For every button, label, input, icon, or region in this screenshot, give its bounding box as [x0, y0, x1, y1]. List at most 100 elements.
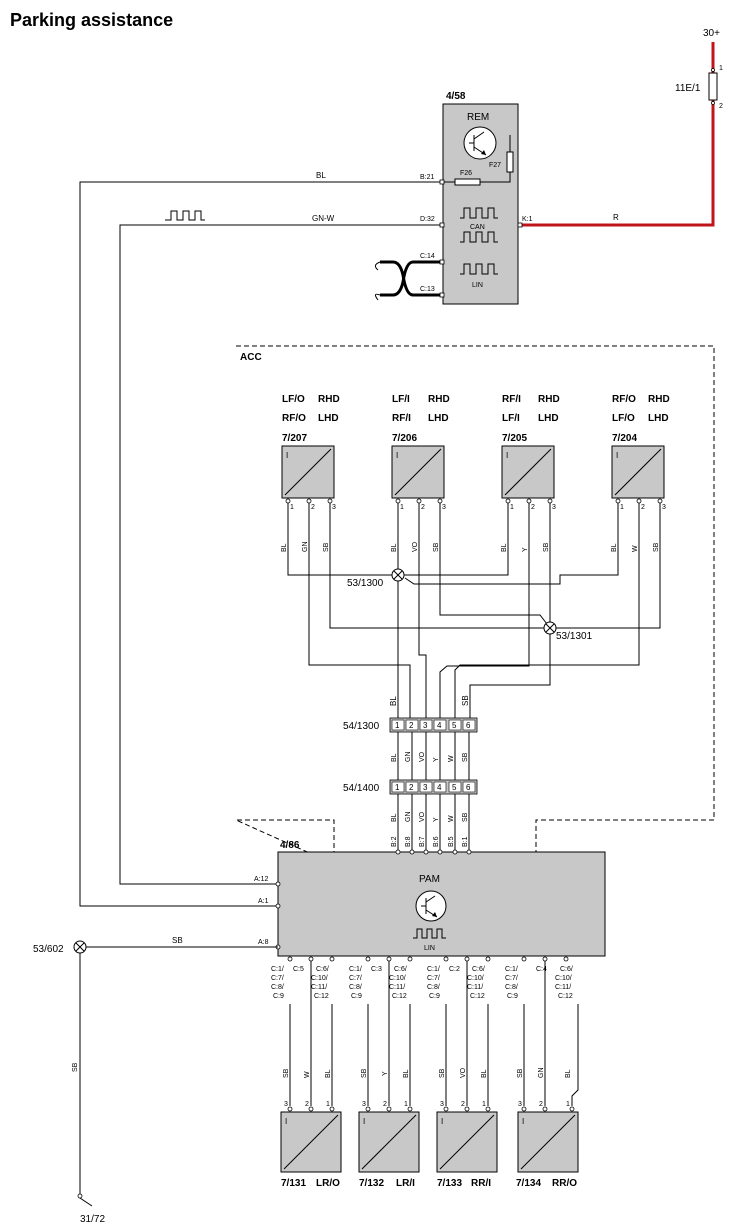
svg-text:C:9: C:9 [507, 993, 518, 1000]
svg-text:1: 1 [510, 504, 514, 511]
signal-pulse-icon [165, 210, 205, 221]
ground-label: 31/72 [80, 1214, 105, 1225]
svg-text:B:7: B:7 [419, 836, 426, 847]
svg-text:LF/O: LF/O [282, 394, 305, 405]
svg-text:C:10/: C:10/ [389, 975, 406, 982]
svg-text:B:6: B:6 [433, 836, 440, 847]
pam-b-pin-labels: B:2 B:8 B:7 B:6 B:5 B:1 [391, 836, 469, 847]
svg-text:C:11/: C:11/ [389, 984, 405, 991]
svg-text:C:11/: C:11/ [311, 984, 327, 991]
splice-53-1301-label: 53/1301 [556, 631, 593, 642]
svg-text:I: I [363, 1117, 365, 1126]
svg-text:C:5: C:5 [293, 966, 304, 973]
svg-text:2: 2 [539, 1101, 543, 1108]
wire-r-label: R [613, 213, 619, 222]
can-label: CAN [470, 224, 485, 231]
svg-text:C:10/: C:10/ [555, 975, 572, 982]
svg-text:C:10/: C:10/ [311, 975, 328, 982]
svg-text:2: 2 [383, 1101, 387, 1108]
front-sensor-7-204: RF/O RHD LF/O LHD 7/204 I [611, 394, 670, 499]
svg-text:RF/O: RF/O [282, 413, 306, 424]
svg-text:BL: BL [481, 1069, 488, 1078]
fuse-f27-label: F27 [489, 162, 501, 169]
connector-54-1400-label: 54/1400 [343, 783, 380, 794]
svg-text:3: 3 [518, 1101, 522, 1108]
rem-pin-d32-dot [439, 222, 445, 228]
pam-module [277, 851, 606, 957]
svg-text:W: W [304, 1071, 311, 1078]
svg-text:B:8: B:8 [405, 836, 412, 847]
svg-text:C:1/: C:1/ [349, 966, 362, 973]
splice-53-602 [73, 940, 87, 954]
svg-text:VO: VO [419, 751, 426, 762]
svg-text:I: I [522, 1117, 524, 1126]
svg-text:I: I [506, 451, 508, 460]
svg-text:7/134: 7/134 [516, 1178, 541, 1189]
svg-text:C:1/: C:1/ [271, 966, 284, 973]
svg-text:6: 6 [466, 721, 471, 730]
svg-text:2: 2 [311, 504, 315, 511]
pam-id: 4/86 [280, 840, 300, 851]
svg-text:2: 2 [531, 504, 535, 511]
acc-boundary [235, 345, 715, 865]
svg-text:2: 2 [409, 783, 414, 792]
svg-text:5: 5 [452, 721, 457, 730]
pam-lin-signal-icon [413, 928, 446, 939]
svg-text:C:8/: C:8/ [271, 984, 284, 991]
svg-text:4: 4 [437, 783, 442, 792]
svg-text:2: 2 [461, 1101, 465, 1108]
power-wire [520, 42, 715, 227]
pam-b-pins [395, 849, 472, 855]
svg-text:LHD: LHD [428, 413, 449, 424]
wire-bl-label: BL [316, 171, 326, 180]
svg-text:SB: SB [283, 1068, 290, 1078]
fuse-f26 [454, 178, 481, 186]
svg-text:BL: BL [501, 543, 508, 552]
svg-text:C:7/: C:7/ [349, 975, 362, 982]
svg-text:7/206: 7/206 [392, 433, 417, 444]
fuse-pin-1-label: 1 [719, 65, 723, 72]
svg-text:SB: SB [462, 812, 469, 822]
svg-text:3: 3 [362, 1101, 366, 1108]
rem-pin-b21-dot [439, 179, 445, 185]
pam-pin-a8: A:8 [258, 939, 269, 946]
front-sensor-7-205: RF/I RHD LF/I LHD 7/205 I [501, 394, 560, 499]
page-title: Parking assistance [10, 10, 173, 30]
pam-c-labels-group-4: C:1/ C:7/ C:8/ C:9 C:4 C:6/ C:10/ C:11/ … [505, 966, 573, 1000]
svg-text:6: 6 [466, 783, 471, 792]
svg-text:Y: Y [433, 817, 440, 822]
svg-text:3: 3 [552, 504, 556, 511]
svg-text:C:11/: C:11/ [555, 984, 571, 991]
fuse-11e1 [708, 72, 718, 101]
svg-text:B:1: B:1 [462, 836, 469, 847]
lin-label: LIN [472, 282, 483, 289]
svg-text:BL: BL [403, 1069, 410, 1078]
svg-text:C:6/: C:6/ [560, 966, 573, 973]
svg-text:4: 4 [437, 721, 442, 730]
svg-text:7/205: 7/205 [502, 433, 527, 444]
svg-text:GN: GN [405, 812, 412, 823]
svg-text:C:12: C:12 [470, 993, 485, 1000]
svg-text:7/131: 7/131 [281, 1178, 306, 1189]
splice-53-602-label: 53/602 [33, 944, 64, 955]
rem-pin-b21: B:21 [420, 174, 435, 181]
svg-text:1: 1 [620, 504, 624, 511]
svg-text:C:6/: C:6/ [472, 966, 485, 973]
svg-text:C:2: C:2 [449, 966, 460, 973]
svg-text:C:11/: C:11/ [467, 984, 483, 991]
svg-text:W: W [448, 755, 455, 762]
fuse-pin-2 [711, 101, 715, 105]
splice-53-1300-label: 53/1300 [347, 578, 384, 589]
svg-text:I: I [285, 1117, 287, 1126]
svg-text:1: 1 [482, 1101, 486, 1108]
transistor-icon [463, 126, 497, 160]
svg-text:1: 1 [404, 1101, 408, 1108]
svg-text:1: 1 [395, 783, 400, 792]
acc-label: ACC [240, 352, 262, 363]
svg-text:SB: SB [462, 752, 469, 762]
svg-text:LF/O: LF/O [612, 413, 635, 424]
svg-text:SB: SB [517, 1068, 524, 1078]
svg-text:C:8/: C:8/ [505, 984, 518, 991]
svg-text:SB: SB [653, 542, 660, 552]
fuse-f26-label: F26 [460, 170, 472, 177]
